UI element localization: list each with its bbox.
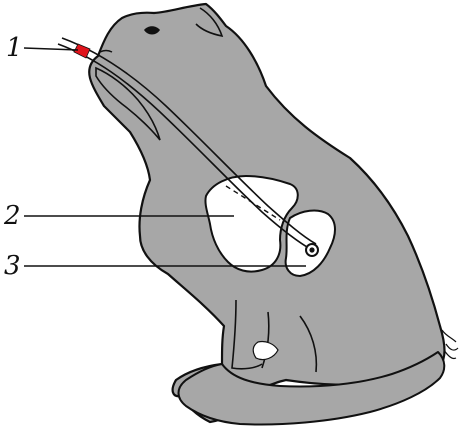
tube-tip-inner bbox=[309, 247, 314, 252]
label-3: 3 bbox=[4, 251, 21, 281]
red-marker bbox=[74, 44, 90, 58]
label-2: 2 bbox=[3, 201, 21, 231]
label-1: 1 bbox=[6, 33, 23, 63]
